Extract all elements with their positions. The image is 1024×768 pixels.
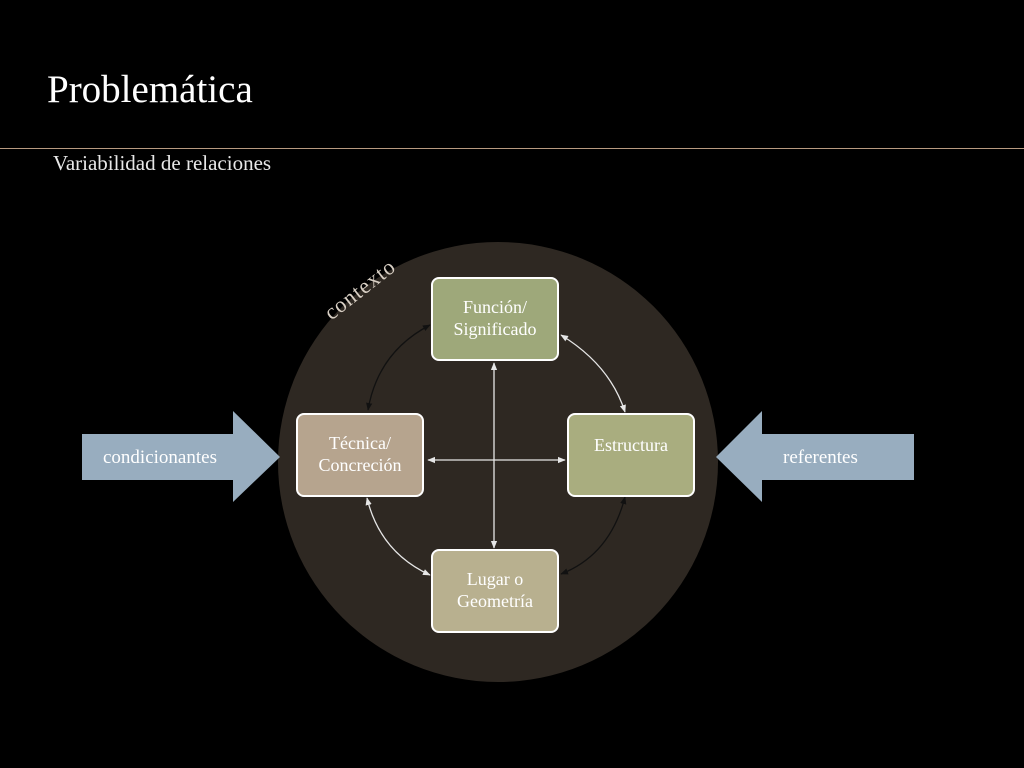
node-tecnica-label: Técnica/ Concreción	[318, 433, 402, 475]
right-input-arrow	[716, 411, 914, 502]
node-lugar-label: Lugar o Geometría	[457, 569, 533, 611]
condicionantes-label: condicionantes	[103, 447, 217, 468]
node-funcion-significado: Función/ Significado	[431, 277, 559, 361]
node-lugar-geometria: Lugar o Geometría	[431, 549, 559, 633]
arc-funcion-estructura	[560, 334, 626, 413]
slide-title: Problemática	[47, 68, 253, 111]
arc-estructura-lugar	[560, 496, 627, 575]
referentes-label: referentes	[783, 447, 858, 468]
node-funcion-label: Función/ Significado	[453, 297, 537, 339]
node-tecnica-concrecion: Técnica/ Concreción	[296, 413, 424, 497]
node-estructura-label: Estructura	[594, 435, 668, 456]
title-divider	[0, 148, 1024, 149]
arc-funcion-tecnica	[366, 324, 431, 411]
left-input-arrow	[82, 411, 280, 502]
node-estructura: Estructura	[567, 413, 695, 497]
slide-subtitle: Variabilidad de relaciones	[53, 151, 272, 175]
arc-tecnica-lugar	[365, 497, 431, 576]
